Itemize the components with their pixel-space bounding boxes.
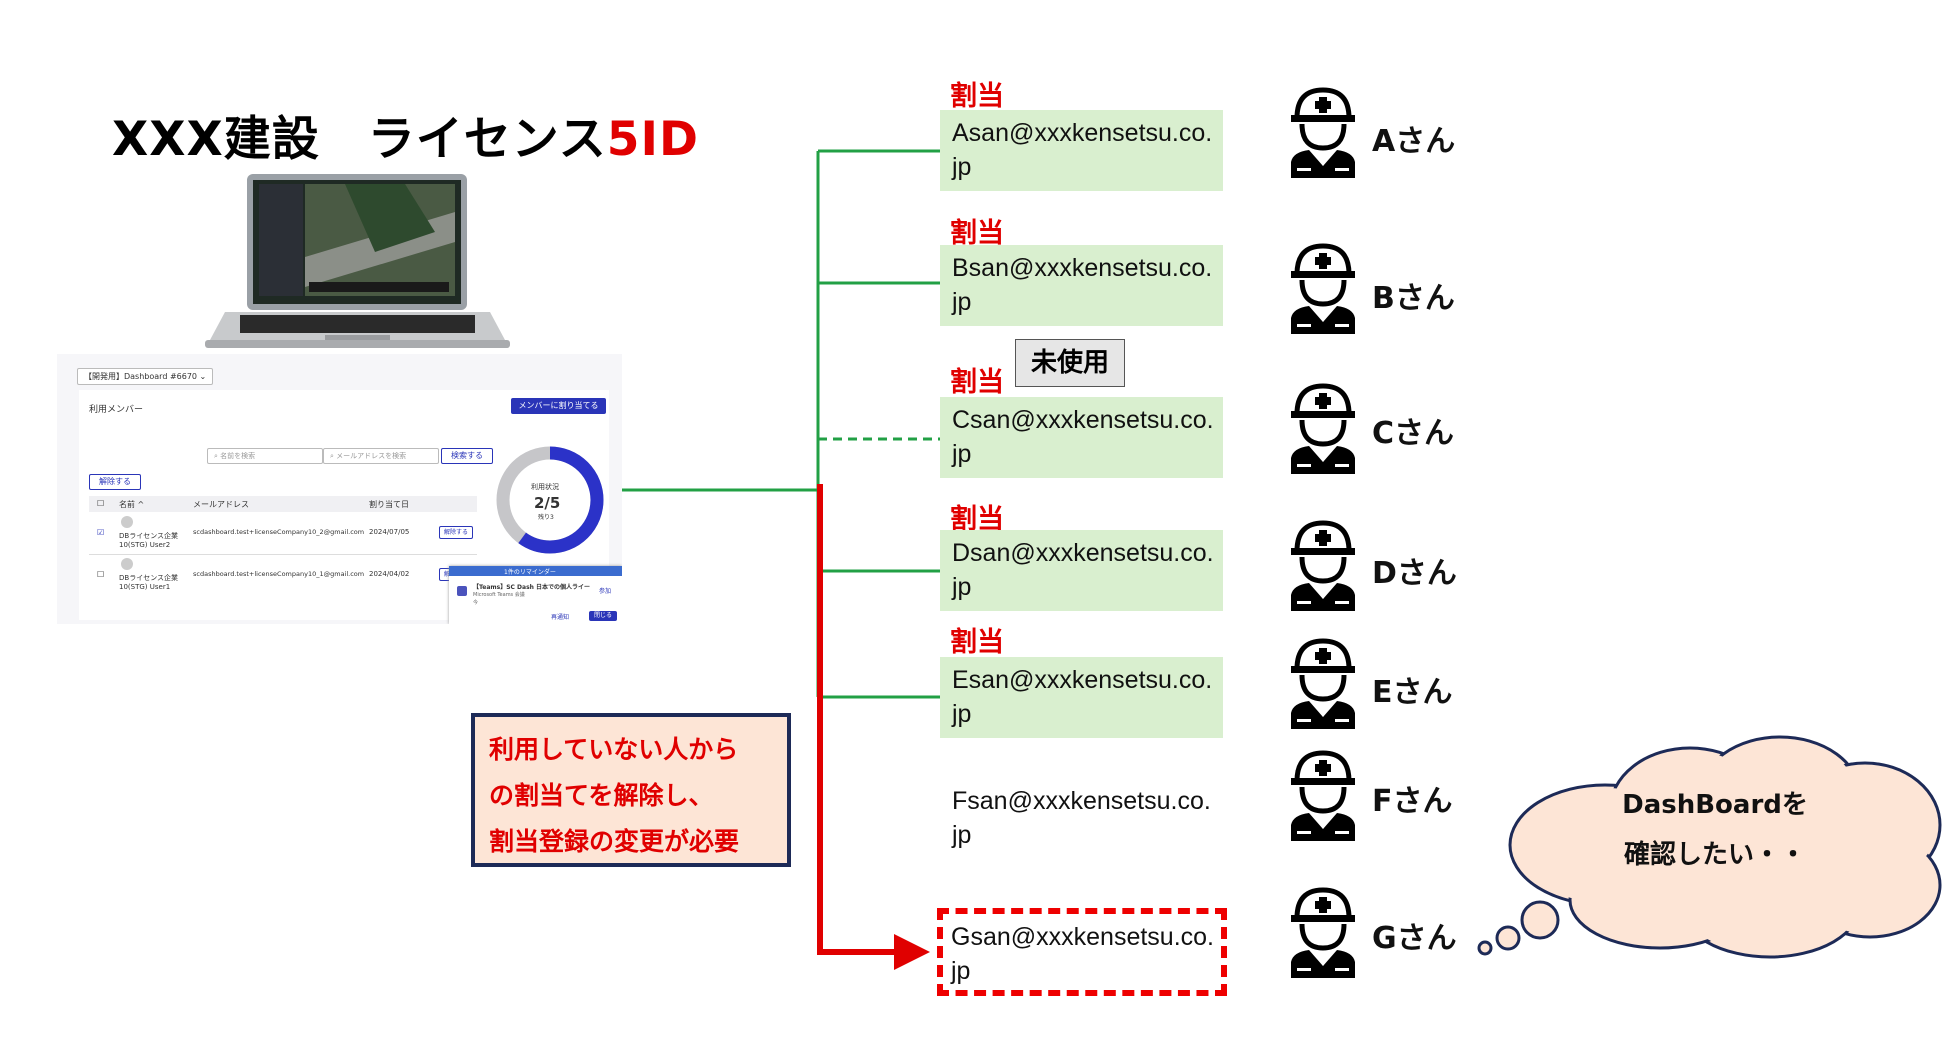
member-panel: 利用メンバー メンバーに割り当てる ⌕ 名前を検索 ⌕ メールアドレスを検索 検…	[79, 390, 609, 620]
worker-name: Gさん	[1372, 921, 1457, 956]
row-date: 2024/07/05	[369, 528, 410, 536]
row-name-2: 10(STG) User2	[119, 541, 171, 549]
worker-icon	[1287, 515, 1359, 611]
reminder-toast: 1件のリマインダー 【Teams】SC Dash 日本での個人ライー Micro…	[449, 566, 622, 624]
email-box-g: Gsan@xxxkensetsu.co.jp	[937, 908, 1227, 996]
col-email: メールアドレス	[193, 500, 249, 509]
worker-name: Cさん	[1372, 416, 1455, 451]
usage-donut	[496, 446, 604, 554]
worker-icon	[1287, 82, 1359, 178]
worker-name: Eさん	[1372, 675, 1453, 710]
avatar	[121, 558, 133, 570]
worker-icon	[1287, 238, 1359, 334]
assign-member-button[interactable]: メンバーに割り当てる	[511, 398, 606, 414]
thought-line-2: 確認したい・・	[1623, 840, 1806, 870]
usage-remaining: 残り3	[538, 514, 554, 521]
worker-name: Dさん	[1372, 556, 1457, 591]
toast-title: 【Teams】SC Dash 日本での個人ライー	[473, 584, 591, 591]
email-box-b: Bsan@xxxkensetsu.co.jp	[940, 245, 1223, 326]
assign-label-c: 割当	[950, 367, 1004, 398]
toast-sub: Microsoft Teams 会議	[473, 592, 525, 598]
assign-label-d: 割当	[950, 504, 1004, 535]
email-box-a: Asan@xxxkensetsu.co.jp	[940, 110, 1223, 191]
worker-icon	[1287, 882, 1359, 978]
col-date: 割り当て日	[369, 500, 409, 509]
instruction-note: 利用していない人から の割当てを解除し、 割当登録の変更が必要	[471, 713, 791, 867]
worker-icon	[1287, 378, 1359, 474]
row-date: 2024/04/02	[369, 570, 410, 578]
release-button[interactable]: 解除する	[89, 474, 141, 490]
avatar	[121, 516, 133, 528]
toast-close-button[interactable]: 閉じる	[589, 611, 617, 621]
worker-name: Fさん	[1372, 784, 1453, 819]
email-box-e: Esan@xxxkensetsu.co.jp	[940, 657, 1223, 738]
assign-label-b: 割当	[950, 218, 1004, 249]
usage-value: 2/5	[534, 494, 561, 512]
note-line-2: の割当てを解除し、	[489, 781, 714, 810]
app-sidebar-icon	[259, 184, 303, 296]
section-title: 利用メンバー	[89, 405, 144, 415]
row-name: DBライセンス企業	[119, 574, 179, 582]
assign-label-a: 割当	[950, 81, 1004, 112]
usage-label: 利用状況	[531, 483, 559, 491]
row-email: scdashboard.test+licenseCompany10_1@gmai…	[193, 570, 365, 578]
table-row: ☑ DBライセンス企業 10(STG) User2 scdashboard.te…	[89, 514, 477, 555]
toast-join-link[interactable]: 参加	[599, 588, 612, 595]
row-email: scdashboard.test+licenseCompany10_2@gmai…	[193, 528, 365, 536]
unused-badge: 未使用	[1015, 339, 1125, 387]
diagram-title: XXX建設 ライセンス5ID	[112, 112, 699, 167]
usage-donut-arc	[496, 446, 604, 554]
thought-line-1: DashBoardを	[1622, 790, 1808, 820]
table-header: ☐ 名前 ^ メールアドレス 割り当て日	[89, 496, 477, 512]
toast-header-bar	[449, 566, 622, 576]
search-name-input[interactable]: ⌕ 名前を検索	[207, 448, 323, 464]
row-checkbox[interactable]: ☐	[97, 570, 105, 579]
worker-icon	[1287, 745, 1359, 841]
email-box-d: Dsan@xxxkensetsu.co.jp	[940, 530, 1223, 611]
row-checkbox-checked[interactable]: ☑	[97, 528, 105, 537]
toast-snooze[interactable]: 再通知	[551, 614, 570, 621]
dashboard-screenshot: 【開発用】Dashboard #6670 ⌄ 利用メンバー メンバーに割り当てる…	[57, 354, 622, 624]
row-name-2: 10(STG) User1	[119, 583, 171, 591]
search-email-input[interactable]: ⌕ メールアドレスを検索	[323, 448, 439, 464]
note-line-3: 割当登録の変更が必要	[489, 827, 740, 856]
row-release-button[interactable]: 解除する	[439, 526, 473, 539]
worker-icon	[1287, 633, 1359, 729]
worker-name: Aさん	[1372, 124, 1456, 159]
search-button[interactable]: 検索する	[441, 448, 493, 464]
thought-cloud	[1477, 735, 1942, 959]
header-checkbox[interactable]: ☐	[97, 499, 105, 508]
assign-label-e: 割当	[950, 627, 1004, 658]
email-box-c: Csan@xxxkensetsu.co.jp	[940, 397, 1223, 478]
red-reassign-arrow	[817, 484, 930, 970]
toast-sub2: 今	[473, 600, 479, 606]
teams-icon	[457, 586, 467, 596]
dashboard-selector[interactable]: 【開発用】Dashboard #6670 ⌄	[77, 368, 214, 385]
thought-text: DashBoardを 確認したい・・	[1565, 780, 1865, 880]
worker-name: Bさん	[1372, 281, 1455, 316]
email-box-f: Fsan@xxxkensetsu.co.jp	[952, 787, 1211, 849]
col-name[interactable]: 名前 ^	[119, 500, 145, 509]
row-name: DBライセンス企業	[119, 532, 179, 540]
laptop-illustration	[205, 174, 510, 348]
note-line-1: 利用していない人から	[489, 735, 739, 764]
toast-header: 1件のリマインダー	[504, 569, 556, 576]
